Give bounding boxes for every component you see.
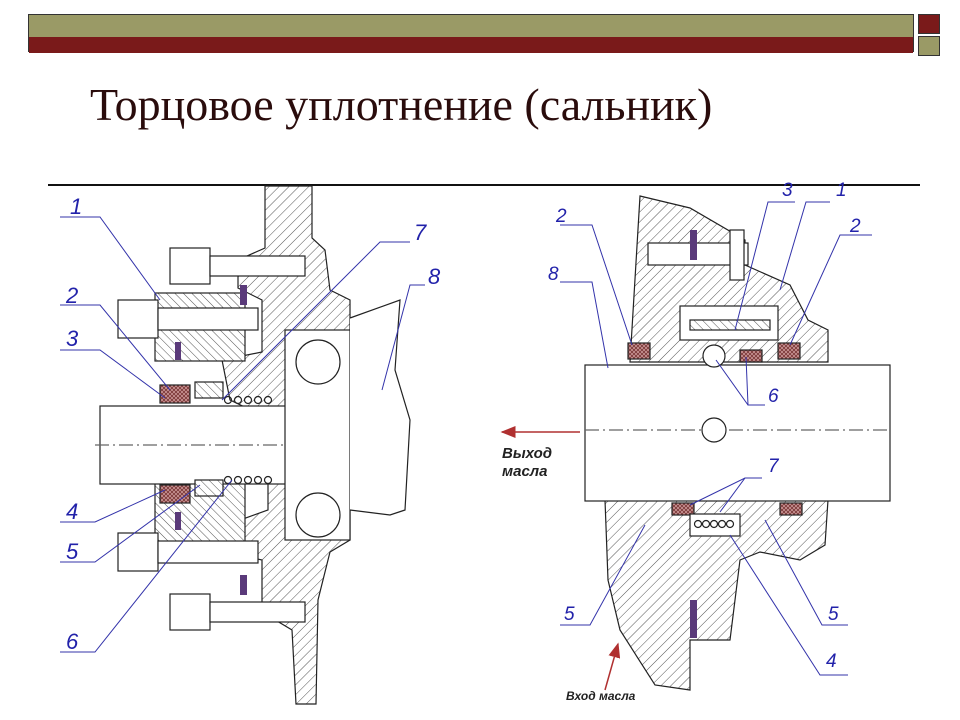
right-leaders [560, 201, 872, 676]
callout-left-2: 2 [65, 283, 78, 308]
oil-in-arrow [604, 642, 621, 691]
right-seal-drawing [584, 195, 891, 691]
left-bolts [117, 247, 306, 631]
oil-out-label-line2: масла [502, 463, 547, 480]
callout-left-7: 7 [414, 220, 427, 245]
callout-left-1: 1 [70, 194, 82, 219]
left-springs [223, 395, 273, 485]
left-seal-lower [159, 484, 191, 504]
left-impeller [349, 299, 411, 516]
title-decoration-bar [28, 14, 914, 53]
left-seal-drawing [95, 185, 411, 705]
right-housing-lower [604, 499, 829, 691]
decoration-square-olive [918, 36, 940, 56]
callout-right-3: 3 [782, 180, 793, 201]
callout-right-8: 8 [548, 264, 559, 285]
right-shaft-hole [701, 417, 727, 443]
callout-left-4: 4 [66, 499, 78, 524]
callout-right-1: 1 [836, 180, 847, 201]
oil-labels: Выход масла Вход масла [502, 445, 636, 703]
decoration-square-maroon [918, 14, 940, 34]
decoration-olive-band [29, 15, 913, 37]
right-callouts: 1 2 2 3 4 5 5 6 7 8 [548, 180, 861, 672]
decoration-maroon-band [29, 37, 913, 53]
callout-right-6: 6 [768, 386, 779, 407]
slide-title: Торцовое уплотнение (сальник) [90, 79, 713, 130]
oil-in-label: Вход масла [566, 689, 636, 703]
callout-left-8: 8 [428, 264, 441, 289]
callout-right-4: 4 [826, 651, 837, 672]
callout-right-2-right: 2 [849, 216, 861, 237]
oil-out-label-line1: Выход [502, 445, 552, 462]
callout-left-6: 6 [66, 629, 79, 654]
callout-right-5-right: 5 [828, 604, 839, 625]
callout-right-7: 7 [768, 456, 780, 477]
title-underline [48, 184, 920, 186]
callout-right-2-left: 2 [555, 206, 567, 227]
left-seal-upper [159, 384, 191, 404]
left-callouts: 1 2 3 4 5 6 7 8 [65, 194, 441, 654]
callout-left-3: 3 [66, 326, 79, 351]
left-leaders [60, 216, 425, 653]
right-spring [693, 519, 735, 529]
right-shaft [584, 364, 891, 502]
callout-right-5-left: 5 [564, 604, 575, 625]
callout-left-5: 5 [66, 539, 79, 564]
